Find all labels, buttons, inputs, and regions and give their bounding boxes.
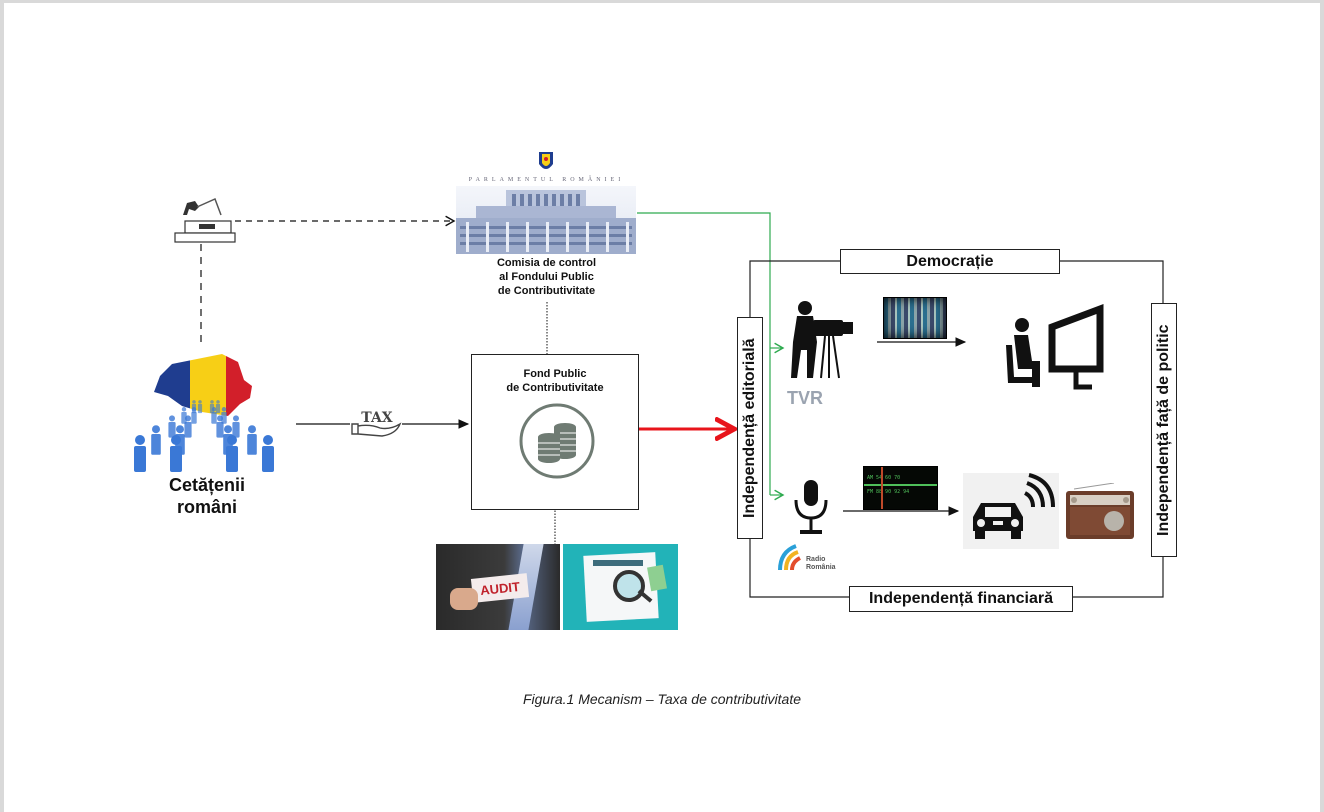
fund-label-line-1: Fond Public [523,368,587,380]
citizens-node: Cetățenii români [132,346,282,526]
person-figure [181,407,187,424]
person-figure [134,435,146,472]
fund-label: Fond Public de Contributivitate [472,367,638,395]
car-radio-icon [973,473,1055,539]
person-figure [184,415,192,438]
citizens-label-line-2: români [176,497,237,517]
viewer-tv-node [996,295,1110,395]
figure-caption: Figura.1 Mecanism – Taxa de contributivi… [522,691,802,707]
tax-hand-icon: TAX [351,410,402,437]
radio-logo-line-2: România [806,564,836,571]
person-figure [168,415,176,438]
coins-icon [519,403,595,479]
parliament-node: PARLAMENTUL ROMÂNIEI Comisia de control … [455,150,638,300]
person-figure [197,400,203,414]
ballot-box-icon [174,197,236,243]
frame-label-bottom: Independență financiară [849,586,1073,612]
radio-node: Radio România [776,478,866,574]
viewer-tv-icon [1006,303,1104,390]
fund-label-line-2: de Contributivitate [506,382,604,394]
parliament-header: PARLAMENTUL ROMÂNIEI [468,177,625,183]
romania-citizens-icon [134,354,274,472]
commission-label-line-3: de Contributivitate [497,285,596,297]
person-figure [221,407,227,424]
citizens-label: Cetățenii români [132,474,282,518]
audit-card-icon: AUDIT [436,544,560,630]
tv-wall-icon [883,297,947,339]
romania-coat-of-arms-icon [539,152,553,169]
person-figure [170,435,182,472]
person-figure [226,435,238,472]
commission-label-line-1: Comisia de control [496,257,597,269]
person-figure [232,415,240,438]
fund-node: Fond Public de Contributivitate [471,354,639,510]
radio-dial-icon: AM 54 60 70 FM 88 90 92 94 [863,466,938,510]
radio-romania-logo-icon [778,544,801,571]
audit-label: AUDIT [479,578,521,598]
car-radio-node [963,473,1059,549]
tvr-logo-text: TVR [787,388,823,408]
commission-label: Comisia de control al Fondului Public de… [455,256,638,298]
audit-node: AUDIT [436,544,678,630]
frame-label-top: Democrație [840,249,1060,274]
cameraman-icon [791,301,853,379]
audit-magnifier-icon [563,544,678,630]
tax-node: TAX [350,408,404,440]
person-figure [191,407,197,424]
frame-label-left: Independență editorială [737,317,763,539]
vote-node [173,193,237,245]
vintage-radio-icon [1064,482,1136,539]
radio-logo-text: Radio România [806,556,836,572]
frame-label-right: Independență față de politic [1151,303,1177,557]
commission-label-line-2: al Fondului Public [499,271,594,283]
frame-label-left-text: Independență editorială [741,338,758,518]
person-figure [151,425,161,455]
citizens-label-line-1: Cetățenii [168,475,246,495]
radio-logo-line-1: Radio [806,556,826,563]
person-figure [262,435,274,472]
radio-dial-fm: FM 88 90 92 94 [867,489,910,495]
radio-dial-am: AM 54 60 70 [867,475,901,481]
tax-text: TAX [361,410,393,426]
frame-label-right-text: Independență față de politic [1155,324,1172,536]
tvr-logo: TVR [787,388,823,409]
tvr-node: TVR [783,298,863,416]
person-figure [216,415,224,438]
parliament-building-icon [456,186,636,254]
person-figure [211,407,217,424]
microphone-icon [794,480,828,534]
person-figure [215,400,221,414]
person-figure [247,425,257,455]
